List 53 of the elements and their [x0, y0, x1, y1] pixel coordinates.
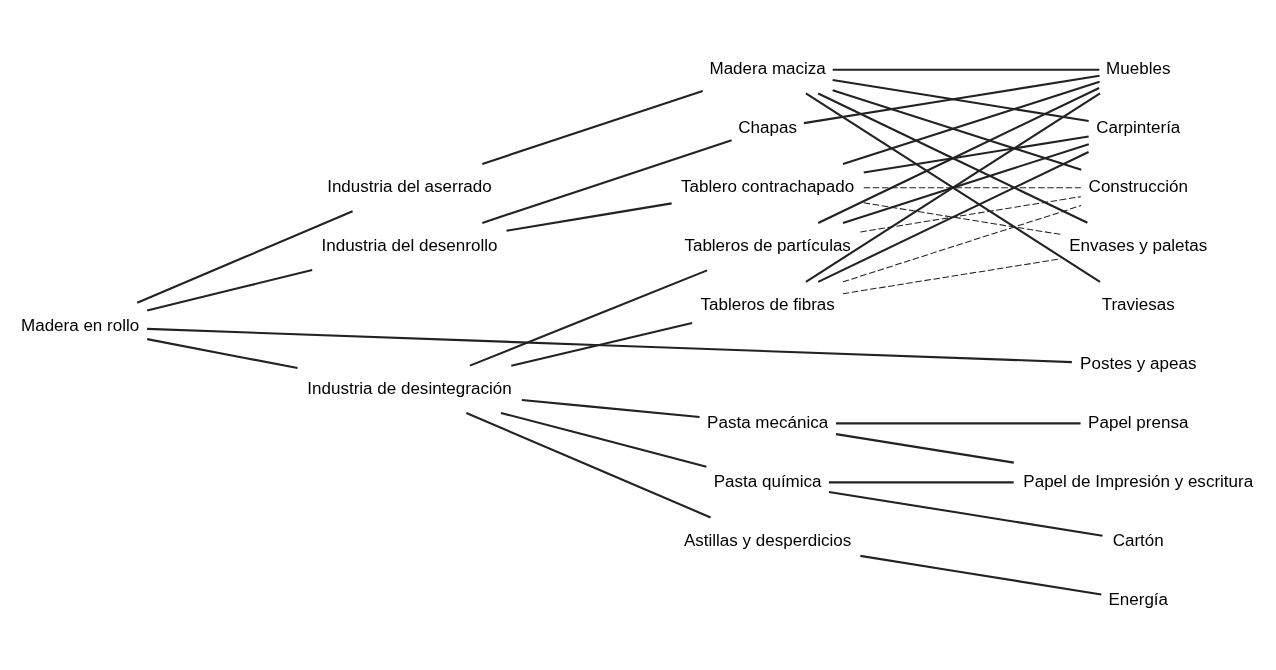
connector [860, 554, 1102, 596]
connector [828, 490, 1103, 537]
connector [863, 135, 1089, 174]
connector [863, 187, 1082, 189]
connector [832, 89, 1082, 171]
node-text: Tableros de fibras [700, 294, 835, 314]
connector [500, 411, 707, 468]
node-text: Energía [1108, 589, 1169, 609]
connector [803, 74, 1100, 125]
node-text: Papel de Impresión y escritura [1023, 471, 1254, 491]
connector [147, 327, 1072, 364]
connector [146, 338, 298, 370]
node-text: Madera maciza [709, 59, 826, 79]
connector [482, 89, 703, 165]
node-text: Tableros de partículas [684, 236, 851, 256]
connector [136, 210, 353, 304]
node-text: Pasta química [713, 471, 822, 491]
node-text: Pasta mecánica [707, 412, 829, 432]
connector [842, 205, 1082, 283]
connector [146, 269, 313, 312]
node-text: Envases y paletas [1069, 236, 1208, 256]
node-text: Traviesas [1101, 294, 1175, 314]
connector [521, 398, 700, 419]
node-text: Tablero contrachapado [681, 177, 855, 197]
node-text: Chapas [738, 118, 797, 138]
connector [832, 68, 1100, 71]
connector [863, 202, 1061, 235]
node-text: Industria de desintegración [307, 378, 512, 398]
connector [469, 269, 708, 367]
connector [465, 412, 711, 519]
node-text: Postes y apeas [1080, 353, 1197, 373]
node-text: Madera en rollo [21, 315, 140, 335]
connector [805, 92, 1101, 283]
connector [835, 433, 1014, 464]
connector [859, 196, 1082, 233]
node-text: Muebles [1106, 59, 1171, 79]
connector [842, 143, 1090, 224]
connector [817, 151, 1090, 283]
node-text: Papel prensa [1088, 412, 1189, 432]
connector [832, 78, 1089, 123]
connector [482, 139, 732, 224]
node-text: Industria del aserrado [327, 177, 492, 197]
node-text: Construcción [1088, 177, 1188, 197]
node-text: Carpintería [1096, 118, 1181, 138]
connector [836, 422, 1081, 425]
connector [842, 258, 1062, 295]
connector [842, 80, 1100, 165]
node-text: Cartón [1112, 530, 1164, 550]
connector [828, 481, 1014, 484]
node-text: Astillas y desperdicios [683, 530, 852, 550]
node-text: Industria del desenrollo [321, 236, 498, 256]
connector [506, 202, 672, 232]
connector [511, 322, 693, 367]
